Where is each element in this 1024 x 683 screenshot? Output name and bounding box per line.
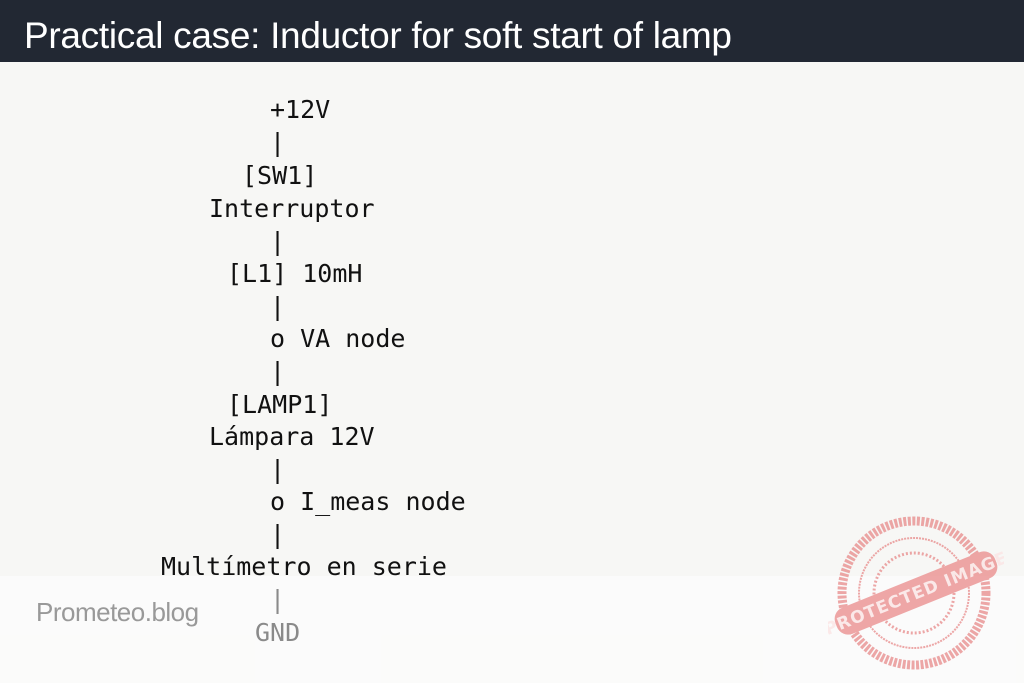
lamp-label: [LAMP1] (227, 390, 333, 419)
protected-image-stamp: PROTECTED IMAGE (828, 516, 1004, 670)
svg-text:PROTECTED IMAGE: PROTECTED IMAGE (828, 548, 1004, 640)
wire: | (270, 585, 286, 614)
brand-watermark: Prometeo.blog (36, 597, 199, 627)
multimeter-label: Multímetro en serie (161, 552, 447, 581)
inductor-label: [L1] 10mH (227, 259, 363, 288)
wire: | (270, 455, 286, 484)
title-bar: Practical case: Inductor for soft start … (0, 0, 1024, 62)
wire: | (270, 520, 286, 549)
wire: | (270, 227, 286, 256)
lamp-description: Lámpara 12V (209, 422, 375, 451)
va-node: o VA node (270, 324, 406, 353)
page-title: Practical case: Inductor for soft start … (24, 15, 732, 56)
switch-description: Interruptor (209, 194, 375, 223)
wire: | (270, 292, 286, 321)
wire: | (270, 357, 286, 386)
switch-label: [SW1] (242, 161, 318, 190)
imeas-node: o I_meas node (270, 487, 466, 516)
supply-label: +12V (270, 95, 331, 124)
ground-label: GND (255, 618, 301, 647)
wire: | (270, 128, 286, 157)
